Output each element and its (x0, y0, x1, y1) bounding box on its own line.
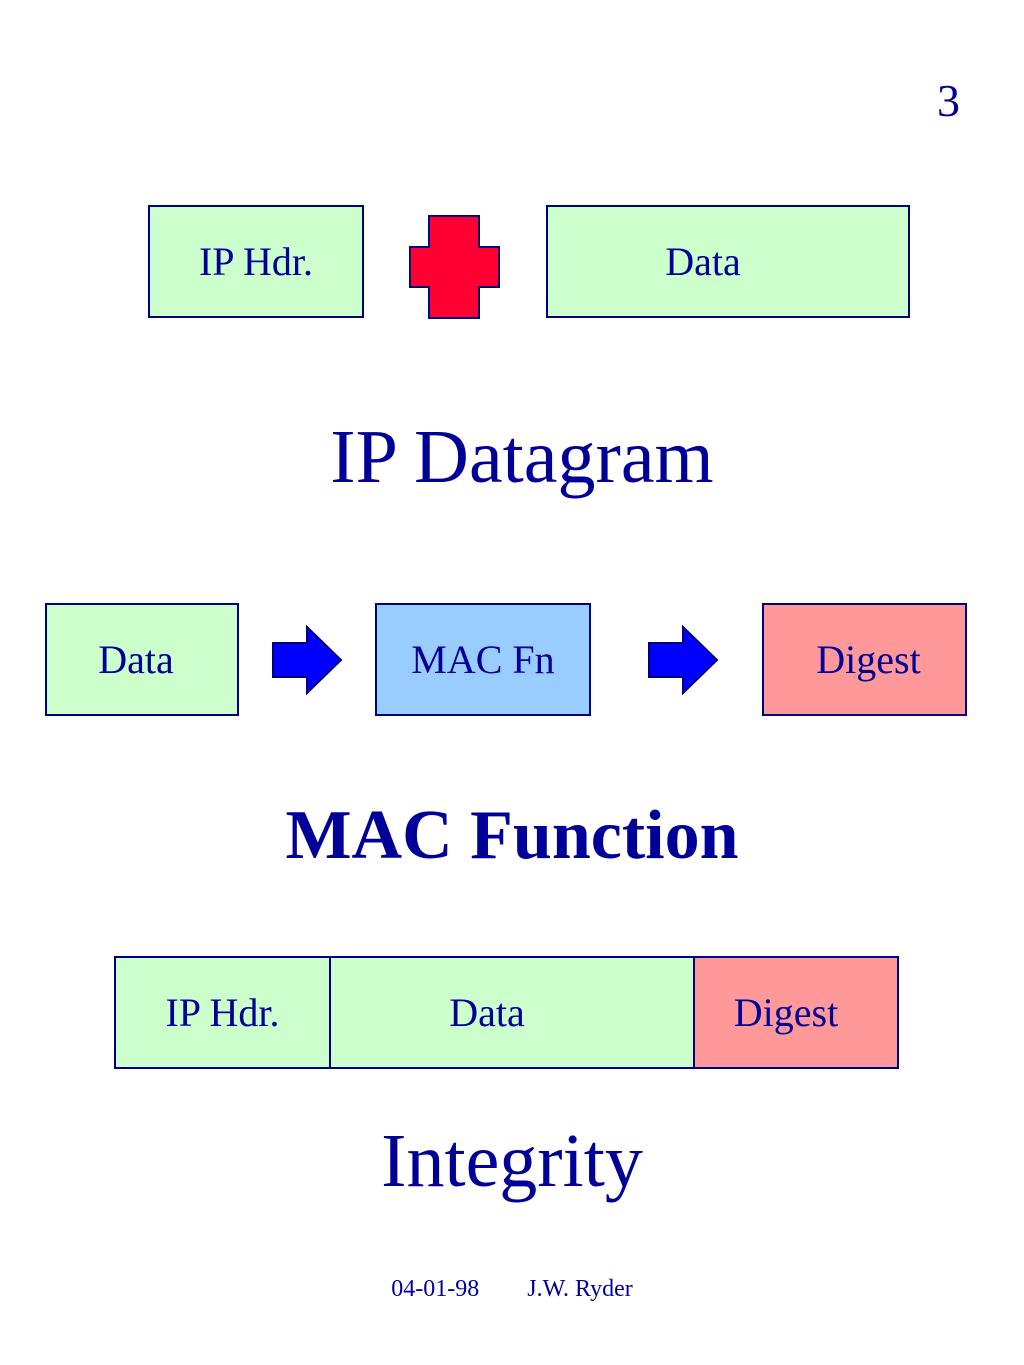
footer: 04-01-98 J.W. Ryder (0, 1276, 1024, 1303)
arrow-right-icon (648, 624, 719, 696)
integrity-data-label: Data (449, 990, 525, 1035)
ip-header-box: IP Hdr. (148, 205, 364, 318)
plus-icon (409, 215, 500, 319)
integrity-header-label: IP Hdr. (165, 990, 280, 1035)
mac-input-data-box: Data (45, 603, 239, 716)
mac-input-data-label: Data (98, 637, 174, 682)
data-label: Data (665, 239, 741, 284)
arrow-right-icon (272, 624, 343, 696)
digest-label: Digest (816, 637, 921, 682)
ip-datagram-caption: IP Datagram (330, 415, 714, 499)
digest-box: Digest (762, 603, 967, 716)
integrity-header-box: IP Hdr. (114, 956, 331, 1069)
mac-function-box: MAC Fn (375, 603, 591, 716)
footer-author: J.W. Ryder (527, 1276, 633, 1302)
ip-header-label: IP Hdr. (198, 239, 314, 284)
integrity-digest-label: Digest (733, 990, 839, 1035)
page-number: 3 (937, 75, 960, 126)
data-box: Data (546, 205, 910, 318)
integrity-caption: Integrity (381, 1119, 643, 1203)
mac-function-caption: MAC Function (285, 797, 739, 874)
integrity-digest-box: Digest (693, 956, 899, 1069)
integrity-data-box: Data (329, 956, 695, 1069)
mac-function-label: MAC Fn (411, 637, 555, 682)
footer-date: 04-01-98 (391, 1276, 480, 1302)
